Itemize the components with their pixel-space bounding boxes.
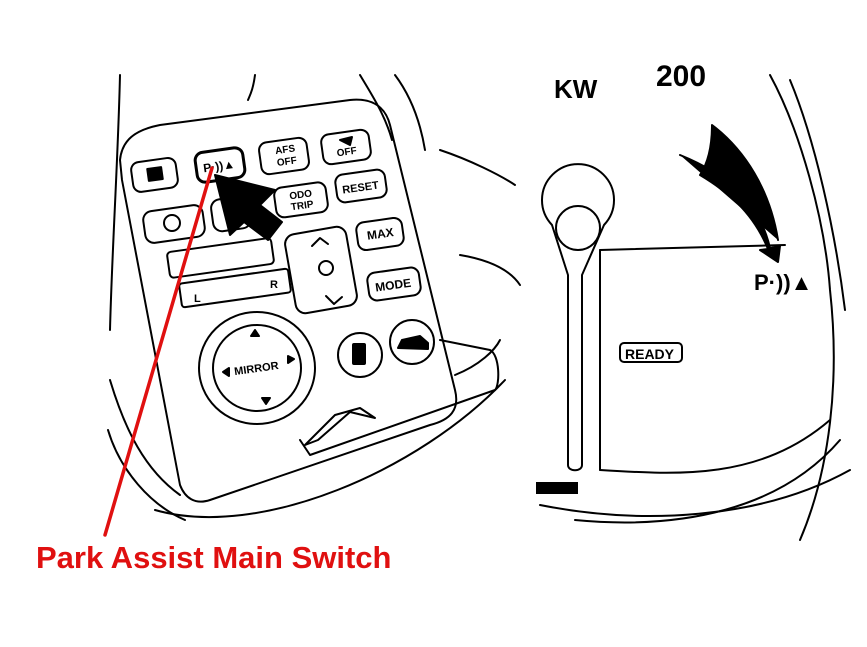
light-rocker-switch[interactable] (284, 225, 359, 315)
mode-label: MODE (374, 276, 412, 295)
ready-indicator: READY (625, 346, 675, 362)
console-outline (107, 74, 521, 521)
mode-button[interactable] (366, 266, 422, 302)
mirror-control-knob[interactable] (212, 324, 302, 412)
reset-button[interactable] (334, 168, 388, 204)
ready-indicator-frame (619, 342, 683, 363)
balance-right-label: R (270, 279, 278, 291)
mirror-up-icon (250, 329, 260, 337)
headlight-icon (339, 136, 353, 146)
gauge-marker (536, 482, 578, 494)
afs-off-button[interactable] (258, 136, 310, 176)
mirror-right-icon (287, 355, 295, 364)
mirror-control-outer (198, 311, 316, 425)
speedometer-needle (541, 163, 615, 472)
balance-left-label: L (194, 293, 201, 305)
fuel-door-button[interactable] (337, 332, 383, 378)
headlight-off-label: OFF (336, 146, 357, 160)
trunk-button[interactable] (389, 319, 435, 365)
rear-defog-button[interactable] (130, 156, 179, 193)
cluster-scale-value: 200 (656, 60, 706, 93)
reset-label: RESET (342, 180, 380, 197)
temperature-display (166, 237, 275, 279)
afs-off-label-line1: AFS (275, 143, 297, 157)
odo-trip-label-line2: TRIP (290, 199, 314, 213)
shift-gate (304, 407, 376, 446)
cluster-outline (539, 74, 851, 541)
panel-bezel-edge (299, 339, 500, 456)
dimmer-icon (318, 260, 334, 276)
mirror-label: MIRROR (234, 360, 280, 378)
mirror-down-icon (261, 397, 271, 405)
max-label: MAX (366, 225, 394, 243)
rocker-down-icon (325, 295, 343, 305)
trunk-car-icon (397, 335, 429, 350)
rocker-up-icon (311, 237, 329, 247)
callout-line (103, 166, 214, 537)
mirror-left-icon (222, 367, 230, 377)
callout-label: Park Assist Main Switch (36, 540, 392, 575)
balance-display (178, 267, 292, 309)
park-assist-indicator: P·))▲ (754, 270, 812, 295)
rear-defog-icon (146, 166, 164, 182)
headlight-off-button[interactable] (320, 128, 372, 166)
fuel-pump-icon (352, 343, 366, 365)
control-panel-body (119, 98, 458, 503)
odo-trip-label-line1: ODO (289, 188, 313, 202)
max-button[interactable] (355, 216, 405, 252)
indicator-arrow (214, 174, 283, 241)
cluster-unit-label: KW (554, 74, 598, 104)
indicator-arrow-curved (679, 124, 781, 263)
front-defog-button[interactable] (142, 204, 206, 244)
needle-hub (555, 205, 601, 251)
front-defog-icon (163, 214, 181, 232)
afs-off-label-line2: OFF (276, 155, 297, 169)
park-assist-button-label: P·))▲ (202, 157, 236, 175)
odo-trip-button[interactable] (273, 181, 329, 219)
